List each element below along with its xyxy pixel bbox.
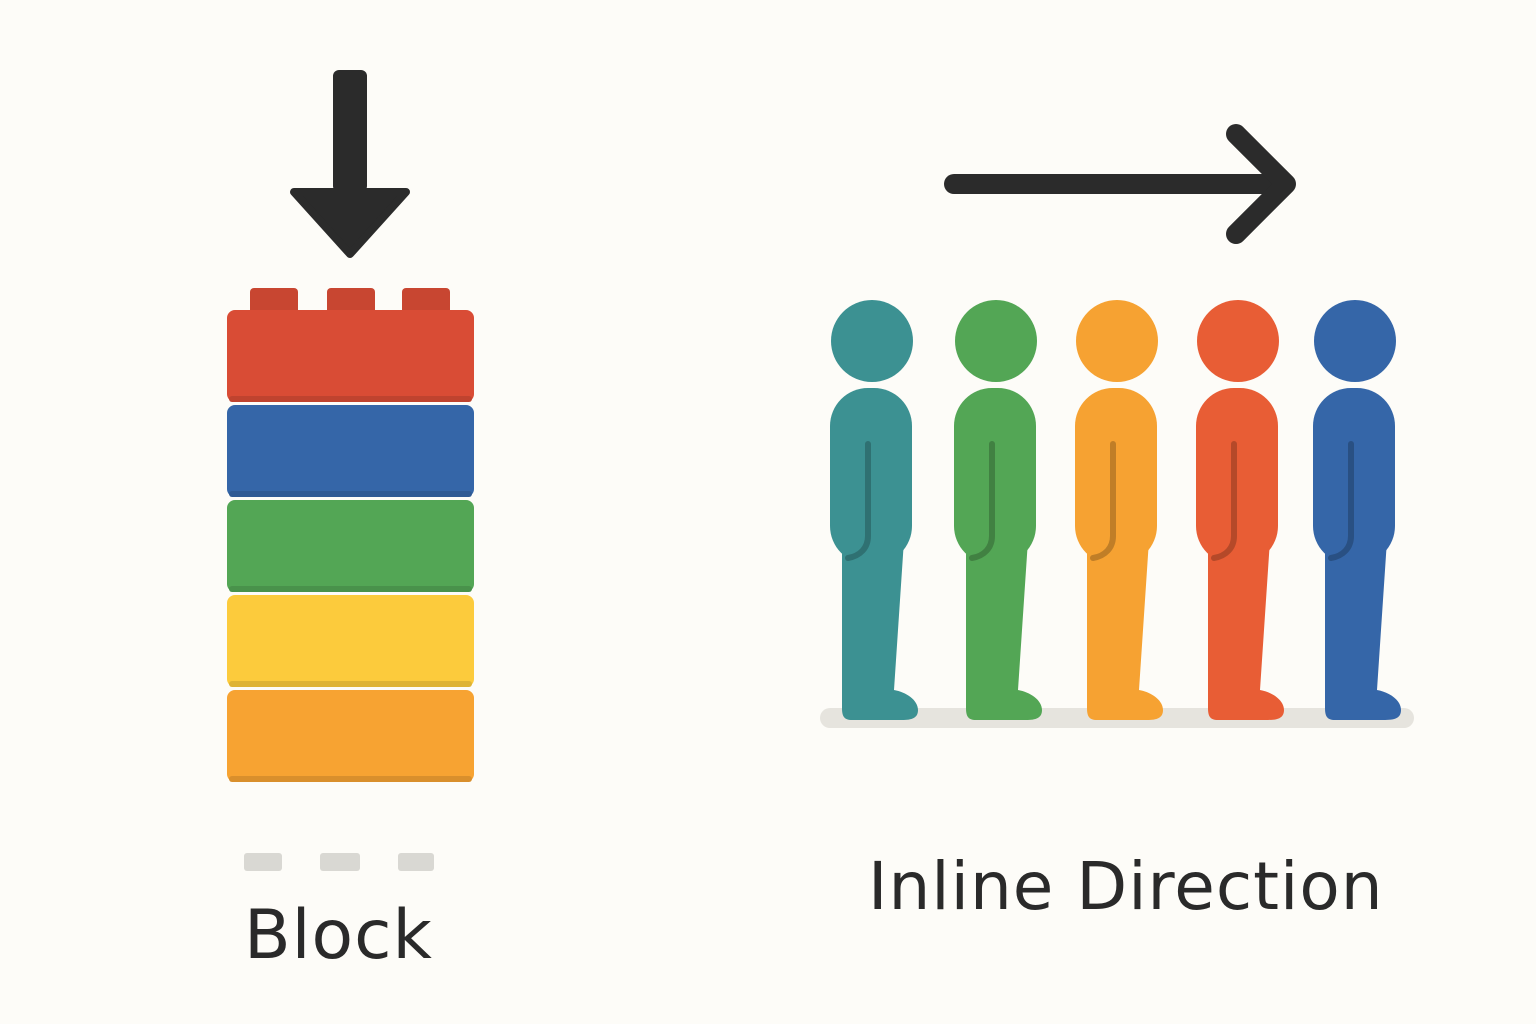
people-row [830, 300, 1401, 720]
brick [227, 500, 474, 592]
person-icon [830, 300, 918, 720]
brick-stack [227, 288, 474, 782]
stack-base-dashes [244, 853, 434, 871]
brick [227, 595, 474, 687]
brick [227, 405, 474, 497]
person-icon [954, 300, 1042, 720]
brick [227, 288, 474, 402]
dash [320, 853, 360, 871]
dash [398, 853, 434, 871]
inline-direction-label: Inline Direction [868, 848, 1384, 925]
brick [227, 690, 474, 782]
person-icon [1075, 300, 1163, 720]
dash [244, 853, 282, 871]
arrow-right-icon [944, 124, 1296, 244]
person-icon [1196, 300, 1284, 720]
person-icon [1313, 300, 1401, 720]
arrow-down-icon [290, 70, 410, 258]
block-label: Block [244, 896, 433, 975]
